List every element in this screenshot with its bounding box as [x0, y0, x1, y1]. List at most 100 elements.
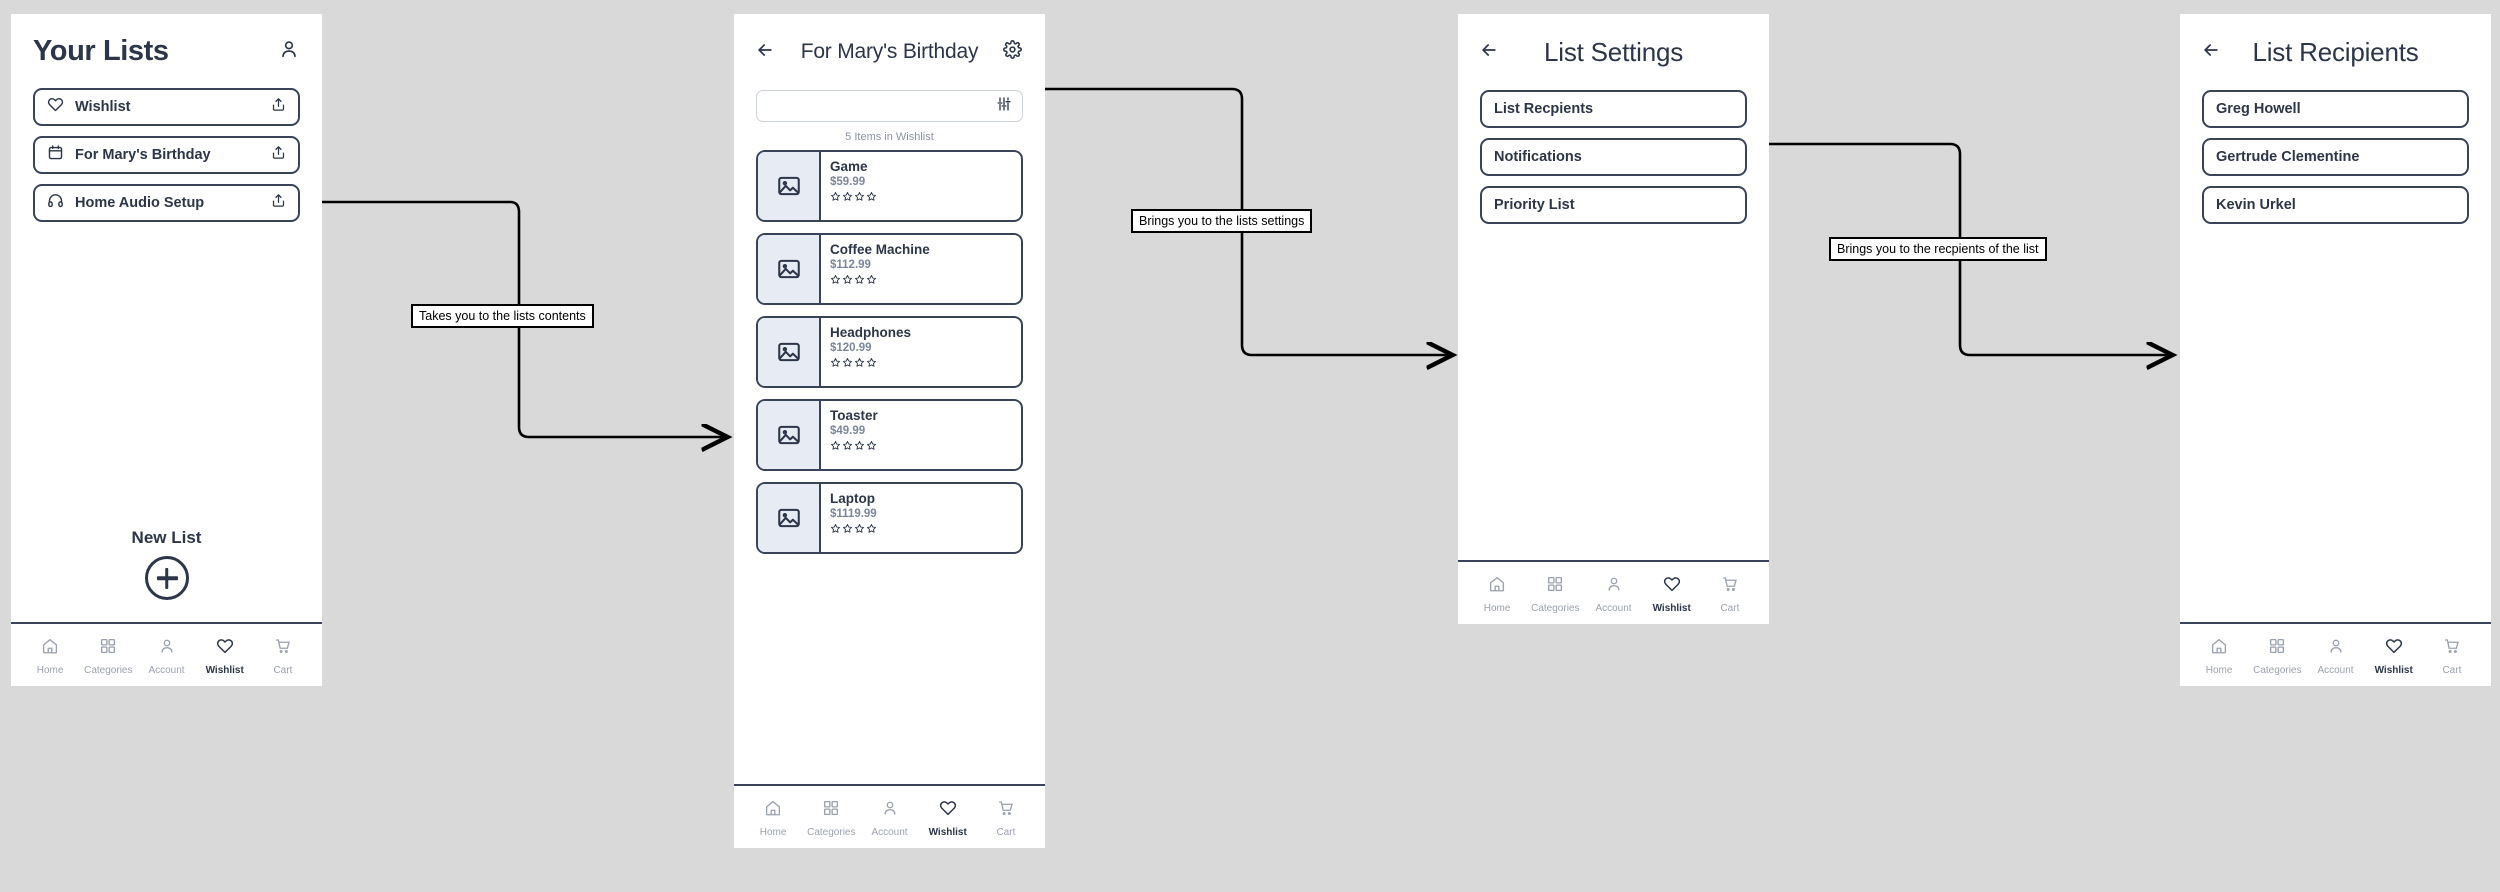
rating-stars[interactable]: [830, 357, 1021, 368]
settings-option-priority-list[interactable]: Priority List: [1480, 186, 1747, 224]
list-item-label: Wishlist: [75, 99, 131, 115]
nav-item-categories[interactable]: Categories: [1526, 575, 1584, 614]
categories-icon: [822, 799, 840, 822]
product-card[interactable]: Headphones $120.99: [756, 316, 1023, 388]
nav-item-home[interactable]: Home: [2190, 637, 2248, 676]
heart-icon: [1663, 575, 1681, 598]
plus-circle-icon[interactable]: [144, 556, 189, 600]
headphones-icon: [47, 192, 64, 214]
nav-item-wishlist[interactable]: Wishlist: [196, 637, 254, 676]
page-title: For Mary's Birthday: [800, 40, 979, 63]
nav-label: Home: [759, 826, 787, 838]
gear-icon[interactable]: [1003, 40, 1022, 64]
nav-item-account[interactable]: Account: [137, 637, 195, 676]
content-spacer: [1458, 224, 1769, 560]
product-price: $112.99: [830, 259, 871, 271]
nav-item-cart[interactable]: Cart: [977, 799, 1035, 838]
share-icon[interactable]: [271, 145, 286, 165]
nav-label: Cart: [2442, 664, 2462, 676]
settings-option-list-recipients[interactable]: List Recpients: [1480, 90, 1747, 128]
nav-item-categories[interactable]: Categories: [2248, 637, 2306, 676]
your-lists-header: Your Lists: [11, 14, 322, 88]
page-title: List Recipients: [2252, 36, 2419, 67]
list-item-wishlist[interactable]: Wishlist: [33, 88, 300, 126]
heart-icon: [216, 637, 234, 660]
recipients-list: Greg Howell Gertrude Clementine Kevin Ur…: [2180, 90, 2491, 224]
nav-item-wishlist[interactable]: Wishlist: [919, 799, 977, 838]
product-card[interactable]: Toaster $49.99: [756, 399, 1023, 471]
nav-item-account[interactable]: Account: [1584, 575, 1642, 614]
nav-label: Home: [36, 664, 64, 676]
filter-sliders-icon[interactable]: [996, 96, 1012, 117]
share-icon[interactable]: [271, 193, 286, 213]
content-spacer: [734, 554, 1045, 784]
lists-container: Wishlist For Mary's Birthday: [11, 88, 322, 222]
share-icon[interactable]: [271, 97, 286, 117]
product-name: Coffee Machine: [830, 242, 930, 257]
person-icon[interactable]: [278, 38, 300, 65]
nav-label: Account: [1595, 602, 1632, 614]
image-placeholder-icon: [758, 235, 821, 303]
nav-item-cart[interactable]: Cart: [1701, 575, 1759, 614]
screen-list-contents: For Mary's Birthday 5 Items in Wishlist: [734, 14, 1045, 848]
nav-item-cart[interactable]: Cart: [254, 637, 312, 676]
account-icon: [1605, 575, 1623, 598]
home-icon: [764, 799, 782, 822]
nav-label: Wishlist: [205, 664, 244, 676]
product-card[interactable]: Coffee Machine $112.99: [756, 233, 1023, 305]
nav-item-cart[interactable]: Cart: [2423, 637, 2481, 676]
nav-label: Cart: [996, 826, 1016, 838]
product-info: Toaster $49.99: [821, 401, 1021, 469]
categories-icon: [99, 637, 117, 660]
rating-stars[interactable]: [830, 523, 1021, 534]
recipient-item[interactable]: Greg Howell: [2202, 90, 2469, 128]
image-placeholder-icon: [758, 152, 821, 220]
image-placeholder-icon: [758, 401, 821, 469]
settings-option-label: Notifications: [1494, 149, 1582, 165]
search-input[interactable]: [756, 90, 1023, 122]
nav-label: Wishlist: [2374, 664, 2413, 676]
list-item-home-audio-setup[interactable]: Home Audio Setup: [33, 184, 300, 222]
settings-options: List Recpients Notifications Priority Li…: [1458, 90, 1769, 224]
product-info: Coffee Machine $112.99: [821, 235, 1021, 303]
nav-item-categories[interactable]: Categories: [802, 799, 860, 838]
list-item-for-marys-birthday[interactable]: For Mary's Birthday: [33, 136, 300, 174]
nav-item-categories[interactable]: Categories: [79, 637, 137, 676]
recipient-item[interactable]: Kevin Urkel: [2202, 186, 2469, 224]
product-card[interactable]: Game $59.99: [756, 150, 1023, 222]
arrow-left-icon[interactable]: [1479, 40, 1499, 65]
nav-item-account[interactable]: Account: [860, 799, 918, 838]
product-info: Game $59.99: [821, 152, 1021, 220]
nav-item-home[interactable]: Home: [1468, 575, 1526, 614]
new-list-label: New List: [131, 528, 202, 547]
annotation-note-recipients: Brings you to the recpients of the list: [1829, 237, 2047, 262]
settings-option-label: List Recpients: [1494, 101, 1594, 117]
nav-item-home[interactable]: Home: [21, 637, 79, 676]
list-item-label: Home Audio Setup: [75, 195, 205, 211]
rating-stars[interactable]: [830, 274, 1021, 285]
nav-item-account[interactable]: Account: [2306, 637, 2364, 676]
arrow-left-icon[interactable]: [755, 40, 775, 65]
new-list-area: New List: [11, 222, 322, 622]
rating-stars[interactable]: [830, 440, 1021, 451]
nav-label: Wishlist: [1652, 602, 1691, 614]
nav-item-home[interactable]: Home: [744, 799, 802, 838]
account-icon: [2327, 637, 2345, 660]
recipient-item[interactable]: Gertrude Clementine: [2202, 138, 2469, 176]
product-info: Laptop $1119.99: [821, 484, 1021, 552]
product-name: Laptop: [830, 491, 875, 506]
settings-option-label: Priority List: [1494, 197, 1575, 213]
arrow-left-icon[interactable]: [2201, 40, 2221, 65]
recipient-name: Gertrude Clementine: [2216, 149, 2360, 165]
bottom-nav-bar: Home Categories Account Wishlist Cart: [2180, 622, 2491, 686]
product-card[interactable]: Laptop $1119.99: [756, 482, 1023, 554]
list-item-label: For Mary's Birthday: [75, 147, 211, 163]
nav-label: Categories: [1531, 602, 1580, 614]
nav-label: Categories: [84, 664, 133, 676]
nav-item-wishlist[interactable]: Wishlist: [1643, 575, 1701, 614]
settings-option-notifications[interactable]: Notifications: [1480, 138, 1747, 176]
rating-stars[interactable]: [830, 191, 1021, 202]
heart-icon: [2385, 637, 2403, 660]
nav-item-wishlist[interactable]: Wishlist: [2365, 637, 2423, 676]
